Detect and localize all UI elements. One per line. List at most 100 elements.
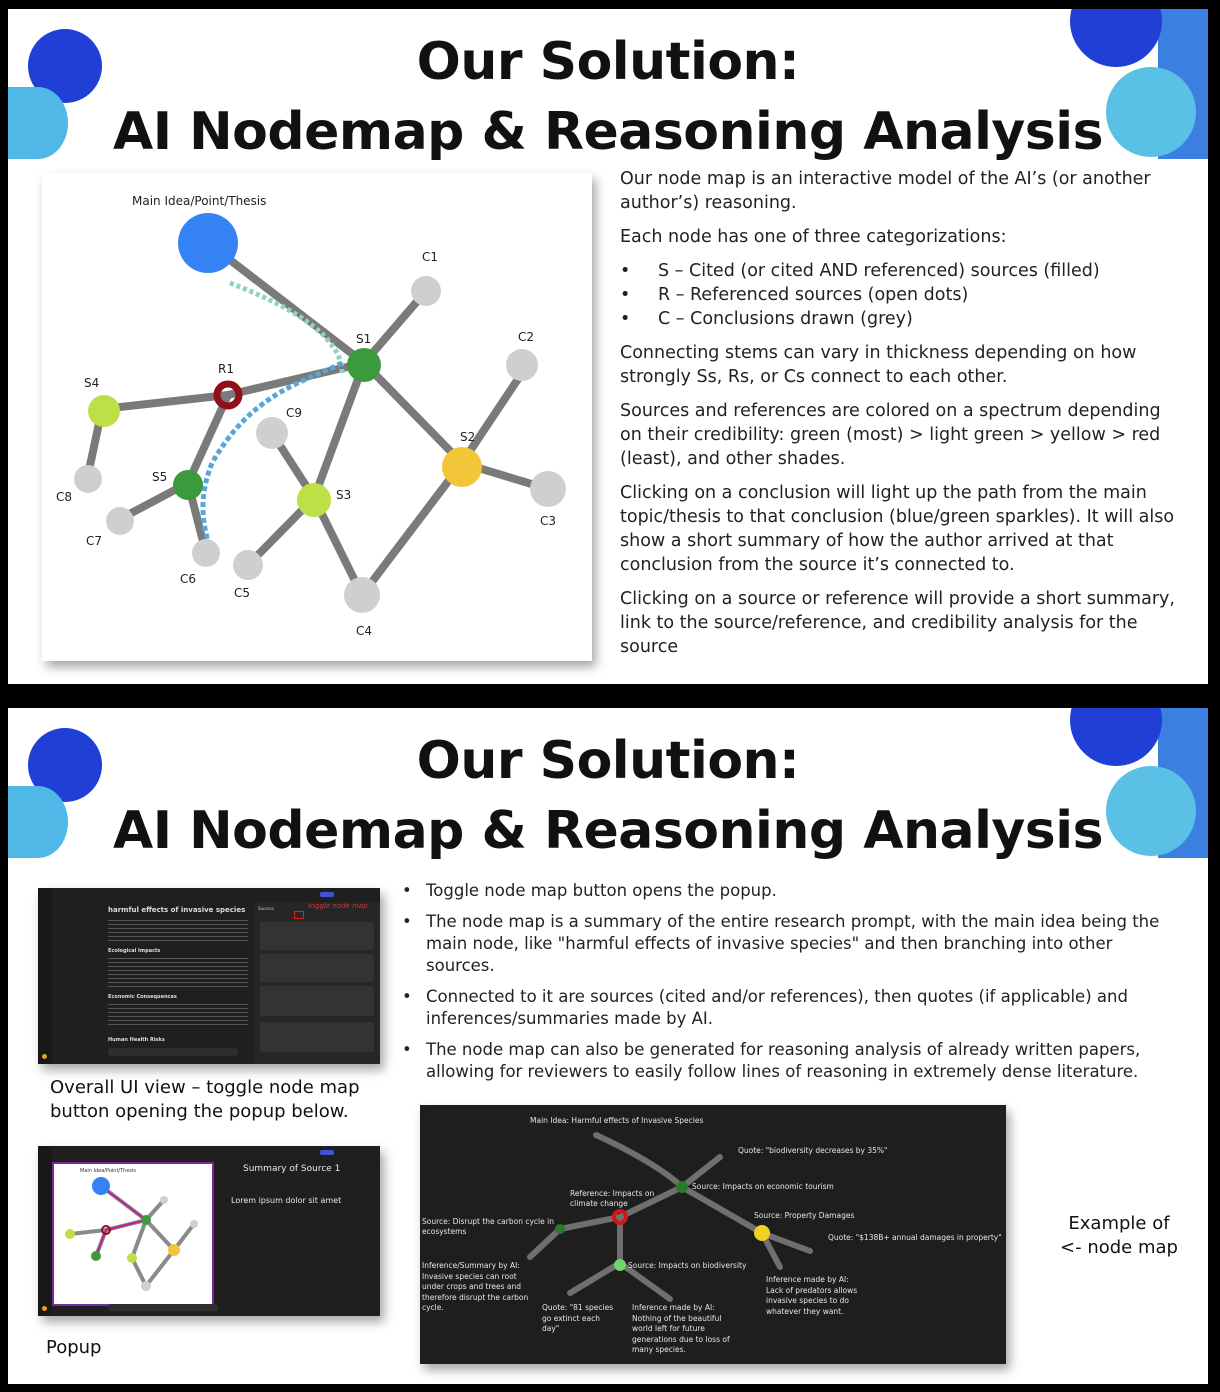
- label-c9: C9: [286, 406, 302, 420]
- ex-source-biodiversity: Source: Impacts on biodiversity: [628, 1261, 747, 1270]
- node-c6[interactable]: [192, 539, 220, 567]
- doc-title: harmful effects of invasive species: [108, 906, 246, 914]
- label-c5: C5: [234, 586, 250, 600]
- toggle-annotation: toggle node map: [308, 902, 368, 910]
- popup-summary-title: Summary of Source 1: [243, 1164, 341, 1174]
- node-s2[interactable]: [442, 447, 482, 487]
- ex-source-property: Source: Property Damages: [754, 1211, 854, 1220]
- para-stems: Connecting stems can vary in thickness d…: [620, 343, 1137, 387]
- category-item: R – Referenced sources (open dots): [620, 283, 1180, 307]
- popup-nodemap[interactable]: Main Idea/Point/Thesis: [52, 1162, 214, 1306]
- label-s3: S3: [336, 488, 351, 502]
- ex-quote-species: Quote: "81 species go extinct each day": [542, 1303, 614, 1333]
- category-item: S – Cited (or cited AND referenced) sour…: [620, 259, 1180, 283]
- node-c9[interactable]: [256, 417, 288, 449]
- node-s1[interactable]: [347, 348, 381, 382]
- ex-main-label: Main Idea: Harmful effects of Invasive S…: [530, 1116, 703, 1125]
- node-c1[interactable]: [411, 276, 441, 306]
- chat-input[interactable]: [108, 1048, 238, 1056]
- title-line-1: Our Solution:: [416, 731, 800, 791]
- label-s5: S5: [152, 470, 167, 484]
- example-nodemap: Main Idea: Harmful effects of Invasive S…: [420, 1105, 1006, 1364]
- ex-source-tourism: Source: Impacts on economic tourism: [692, 1182, 834, 1191]
- doc-heading-ecological: Ecological Impacts: [108, 948, 161, 954]
- slide-title: Our Solution: AI Nodemap & Reasoning Ana…: [8, 27, 1208, 167]
- decor-circle-light-left: [8, 786, 68, 858]
- label-c3: C3: [540, 514, 556, 528]
- example-caption-line2: <- node map: [1060, 1237, 1178, 1258]
- para-conclusion-click: Clicking on a conclusion will light up t…: [620, 483, 1175, 575]
- node-s4[interactable]: [88, 395, 120, 427]
- ui-view-screenshot: harmful effects of invasive species Ecol…: [38, 888, 380, 1064]
- slide-1: Our Solution: AI Nodemap & Reasoning Ana…: [8, 9, 1208, 684]
- label-c8: C8: [56, 490, 72, 504]
- app-logo-icon: [42, 1054, 47, 1059]
- bullet-item: Connected to it are sources (cited and/o…: [402, 986, 1162, 1030]
- node-s3[interactable]: [297, 483, 331, 517]
- slide-title: Our Solution: AI Nodemap & Reasoning Ana…: [8, 726, 1208, 866]
- label-main: Main Idea/Point/Thesis: [132, 194, 266, 208]
- slide2-bullet-list: Toggle node map button opens the popup. …: [402, 880, 1162, 1083]
- node-c7[interactable]: [106, 507, 134, 535]
- popup-summary-body: Lorem ipsum dolor sit amet: [231, 1196, 342, 1205]
- node-c3[interactable]: [530, 471, 566, 507]
- nodemap-svg: Main Idea/Point/Thesis C1 C2 C3 C4 C5 C6…: [56, 194, 566, 638]
- popup-main-label: Main Idea/Point/Thesis: [80, 1168, 136, 1174]
- label-s1: S1: [356, 332, 371, 346]
- ex-quote-property: Quote: "$138B+ annual damages in propert…: [828, 1233, 1002, 1242]
- label-c1: C1: [422, 250, 438, 264]
- title-line-2: AI Nodemap & Reasoning Analysis: [112, 801, 1104, 861]
- share-button[interactable]: [320, 892, 334, 897]
- para-source-click: Clicking on a source or reference will p…: [620, 589, 1175, 657]
- bullet-item: The node map can also be generated for r…: [402, 1039, 1162, 1083]
- decor-circle-light-right: [1106, 766, 1196, 856]
- popup-caption: Popup: [46, 1337, 102, 1358]
- label-r1: R1: [218, 362, 234, 376]
- ex-quote-biodiversity: Quote: "biodiversity decreases by 35%": [738, 1146, 887, 1155]
- doc-heading-economic: Economic Consequences: [108, 994, 177, 1000]
- doc-heading-health: Human Health Risks: [108, 1037, 165, 1043]
- label-c4: C4: [356, 624, 372, 638]
- share-button[interactable]: [320, 1150, 334, 1155]
- title-line-2: AI Nodemap & Reasoning Analysis: [112, 102, 1104, 162]
- ex-inference-world: Inference made by AI: Nothing of the bea…: [632, 1303, 730, 1354]
- para-categories: Each node has one of three categorizatio…: [620, 227, 1007, 247]
- label-s2: S2: [460, 430, 475, 444]
- app-logo-icon: [42, 1306, 47, 1311]
- decor-circle-light-left: [8, 87, 68, 159]
- ex-inference-predators: Inference made by AI: Lack of predators …: [766, 1275, 858, 1316]
- sources-label: Sources: [258, 906, 274, 911]
- example-caption-line1: Example of: [1068, 1213, 1170, 1234]
- popup-screenshot: Main Idea/Point/Thesis Summary of Source…: [38, 1146, 380, 1316]
- slide-2: Our Solution: AI Nodemap & Reasoning Ana…: [8, 708, 1208, 1384]
- node-c8[interactable]: [74, 465, 102, 493]
- slide2-bullets-wrap: Toggle node map button opens the popup. …: [402, 880, 1162, 1092]
- title-line-1: Our Solution:: [416, 32, 800, 92]
- toggle-node-map-button[interactable]: [294, 911, 304, 919]
- category-item: C – Conclusions drawn (grey): [620, 307, 1180, 331]
- category-list: S – Cited (or cited AND referenced) sour…: [620, 259, 1180, 331]
- label-s4: S4: [84, 376, 99, 390]
- slide1-text: Our node map is an interactive model of …: [620, 167, 1180, 669]
- ex-reference-climate: Reference: Impacts on climate change: [570, 1189, 655, 1208]
- label-c6: C6: [180, 572, 196, 586]
- nodemap-figure: Main Idea/Point/Thesis C1 C2 C3 C4 C5 C6…: [42, 173, 592, 661]
- decor-circle-light-right: [1106, 67, 1196, 157]
- example-caption: Example of <- node map: [1044, 1212, 1194, 1260]
- node-r1[interactable]: [213, 380, 243, 410]
- node-c4[interactable]: [344, 577, 380, 613]
- para-colors: Sources and references are colored on a …: [620, 401, 1161, 469]
- node-c5[interactable]: [233, 550, 263, 580]
- ex-inference-roots: Inference/Summary by AI: Invasive specie…: [422, 1261, 529, 1312]
- node-c2[interactable]: [506, 349, 538, 381]
- para-intro: Our node map is an interactive model of …: [620, 169, 1151, 213]
- ex-source-carbon: Source: Disrupt the carbon cycle in ecos…: [422, 1217, 554, 1236]
- label-c2: C2: [518, 330, 534, 344]
- bullet-item: The node map is a summary of the entire …: [402, 911, 1162, 977]
- node-main[interactable]: [178, 213, 238, 273]
- node-s5[interactable]: [173, 470, 203, 500]
- bullet-item: Toggle node map button opens the popup.: [402, 880, 1162, 902]
- label-c7: C7: [86, 534, 102, 548]
- chat-input[interactable]: [108, 1304, 218, 1311]
- ui-view-caption: Overall UI view – toggle node map button…: [50, 1077, 360, 1122]
